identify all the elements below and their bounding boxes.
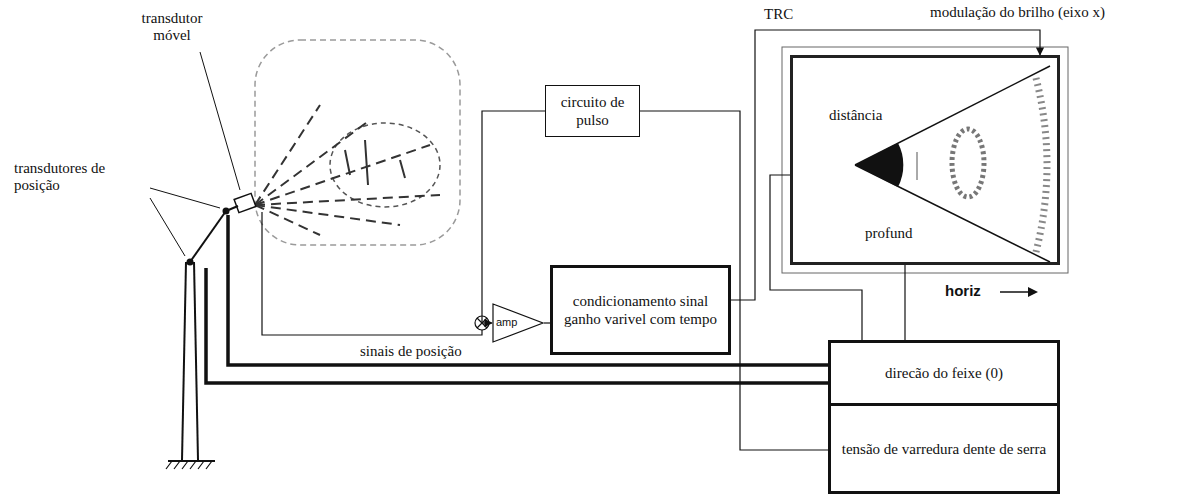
scan-rays bbox=[255, 105, 440, 235]
process-box: tensão de varredura dente de serra bbox=[828, 403, 1060, 494]
box-text: amp bbox=[496, 316, 517, 329]
leader-line bbox=[150, 198, 185, 256]
leader-line bbox=[150, 188, 220, 208]
ground-symbol bbox=[168, 460, 215, 462]
position-transducer bbox=[187, 259, 194, 266]
process-box: direcão do feixe (0) bbox=[828, 340, 1060, 406]
leader-line bbox=[200, 52, 240, 190]
organ-echoes bbox=[345, 140, 405, 185]
amplifier-triangle: amp bbox=[492, 303, 544, 343]
signal-wire bbox=[731, 30, 1040, 300]
organ-outline bbox=[330, 123, 440, 207]
signal-label: modulação do brilho (eixo x) bbox=[930, 4, 1105, 21]
part-label: transdutor móvel bbox=[122, 10, 222, 45]
signal-wire bbox=[904, 265, 905, 340]
box-text: condicionamento sinal ganho varivel com … bbox=[561, 292, 720, 328]
process-box: circuito de pulso bbox=[545, 85, 640, 137]
crt-image bbox=[855, 66, 1050, 262]
signal-wire bbox=[770, 175, 862, 340]
moving-transducer bbox=[234, 193, 256, 212]
position-signal-wire bbox=[228, 215, 828, 365]
echo-wire bbox=[262, 212, 482, 335]
part-label: transdutores de posição bbox=[14, 160, 149, 195]
axis-arrow bbox=[1028, 287, 1038, 297]
axis-arrow bbox=[1000, 291, 1030, 293]
crt-screen: distância profund bbox=[790, 55, 1060, 265]
part-label: TRC bbox=[764, 6, 793, 23]
signal-wire bbox=[482, 111, 545, 323]
axis-label: horiz bbox=[945, 282, 981, 299]
crt-bezel bbox=[782, 47, 1068, 273]
position-transducer bbox=[223, 208, 230, 215]
signal-label: sinais de posição bbox=[360, 343, 462, 360]
process-box: condicionamento sinal ganho varivel com … bbox=[550, 265, 731, 355]
box-text: tensão de varredura dente de serra bbox=[842, 440, 1046, 458]
screen-axis-label: profund bbox=[865, 224, 913, 242]
body-outline bbox=[255, 40, 460, 245]
ground-hatch bbox=[166, 461, 212, 469]
position-signal-wire bbox=[206, 268, 828, 383]
box-text: circuito de pulso bbox=[551, 93, 634, 129]
box-text: direcão do feixe (0) bbox=[885, 364, 1003, 382]
screen-axis-label: distância bbox=[829, 106, 882, 124]
